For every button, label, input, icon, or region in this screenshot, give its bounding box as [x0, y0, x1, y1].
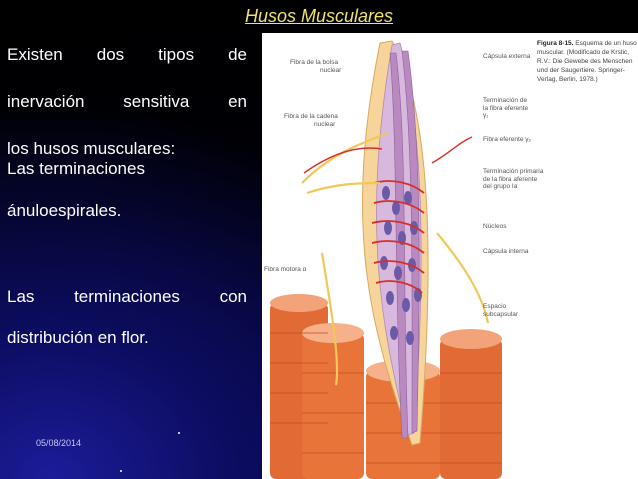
sparkle-decoration — [178, 432, 180, 434]
slide-date: 05/08/2014 — [36, 438, 82, 448]
label-nuclei: Núcleos — [483, 223, 507, 230]
text-line: Las terminaciones con — [7, 287, 247, 306]
label-nuclear-bag: Fibra de la bolsa nuclear — [290, 59, 342, 74]
label-outer-capsule: Cápsula externa — [483, 53, 531, 60]
label-alpha-motor-fiber: Fibra motora α — [264, 266, 307, 273]
label-nuclear-chain: Fibra de la cadena nuclear — [284, 113, 338, 128]
paragraph-intro: Existen dos tipos de inervación sensitiv… — [7, 42, 247, 162]
text-line: distribución en flor. — [7, 328, 149, 347]
label-efferent-fiber: Fibra eferente γ₂ — [483, 136, 532, 143]
text-line: los husos musculares: — [7, 139, 176, 158]
annulospiral-endings — [371, 180, 425, 294]
muscle-spindle-illustration — [270, 40, 502, 479]
muscle-spindle-figure: Fibra de la bolsa nuclear Fibra de la ca… — [262, 33, 638, 479]
nerve-fibers — [301, 131, 490, 386]
label-inner-capsule: Cápsula interna — [483, 248, 529, 255]
label-primary-ending: Terminación primaria de la fibra aferent… — [483, 168, 544, 190]
sparkle-decoration — [120, 470, 122, 472]
text-line: Las terminaciones — [7, 159, 145, 178]
paragraph-flower-spray: Las terminaciones con distribución en fl… — [7, 287, 247, 348]
text-column: Existen dos tipos de inervación sensitiv… — [7, 42, 247, 347]
figure-caption: Figura 8-15. Esquema de un huso muscular… — [537, 40, 637, 83]
label-efferent-ending: Terminación de la fibra eferente γ₁ — [483, 97, 529, 119]
text-line: Existen dos tipos de — [7, 45, 247, 64]
paragraph-annulospiral: Las terminaciones ánuloespirales. — [7, 159, 247, 221]
slide-title: Husos Musculares — [244, 6, 394, 26]
text-line: inervación sensitiva en — [7, 92, 247, 111]
text-line: ánuloespirales. — [7, 201, 122, 220]
label-subcapsular-space: Espacio subcapsular — [483, 303, 519, 318]
